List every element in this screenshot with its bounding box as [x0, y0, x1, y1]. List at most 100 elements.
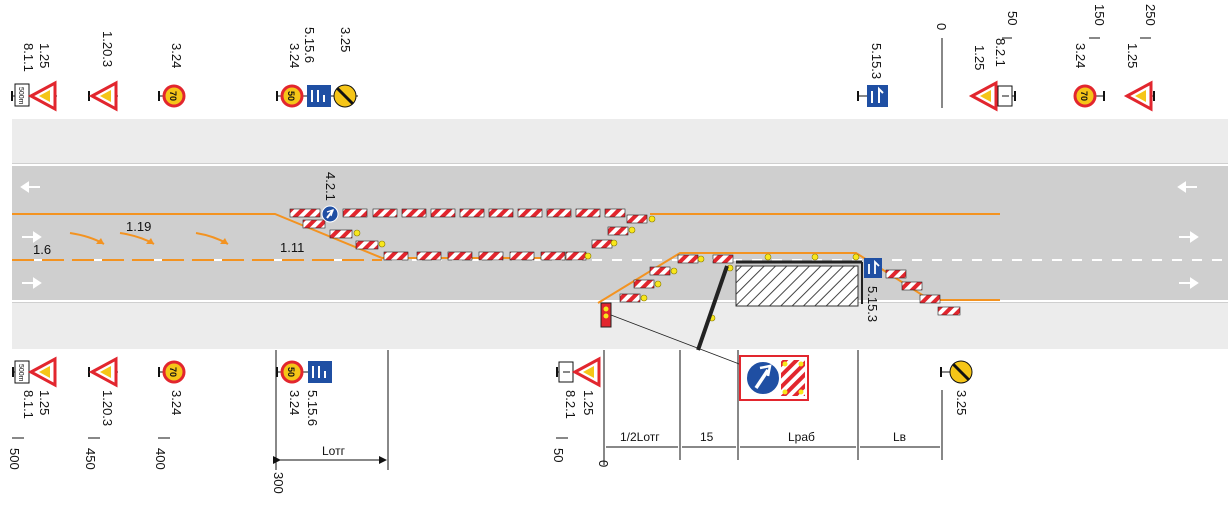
- top-shoulder: [12, 119, 1228, 163]
- barrier-block: [591, 239, 613, 249]
- dim-l-v: Lв: [893, 430, 906, 444]
- barrier-block: [401, 208, 427, 218]
- top-code-4-c: 3.25: [338, 27, 353, 52]
- barrier-block: [302, 219, 326, 229]
- warning-lamp-icon: [764, 253, 772, 261]
- label-5-15-3-road: 5.15.3: [865, 286, 880, 322]
- barrier-block: [478, 251, 504, 261]
- barrier-block: [633, 279, 655, 289]
- top-code-8: 1.25: [1125, 43, 1140, 68]
- bottom-distance-400: 400: [153, 448, 168, 470]
- lane-start-info-icon: [864, 258, 882, 278]
- arrow-right-icon: [22, 231, 42, 243]
- barrier-block: [565, 251, 587, 261]
- top-code-4-a: 3.24: [287, 43, 302, 68]
- bottom-sign-group-4: 50 3.24 5.15.6: [276, 360, 332, 426]
- barrier-block: [619, 293, 641, 303]
- top-distance-250: 250: [1143, 4, 1158, 26]
- arrow-right-icon: [1179, 277, 1199, 289]
- arrow-right-icon: [22, 277, 42, 289]
- label-1-6: 1.6: [33, 242, 51, 257]
- warning-lamp-icon: [584, 252, 592, 260]
- dim-half-l-otg: 1/2Lотг: [620, 430, 660, 444]
- bottom-code-4-b: 5.15.6: [305, 390, 320, 426]
- barrier-block: [430, 208, 456, 218]
- work-zone-area: [735, 265, 859, 307]
- bottom-sign-group-5: 1.25 8.2.1: [556, 356, 601, 419]
- barrier-row-lower: [383, 251, 961, 316]
- top-code-4-b: 5.15.6: [302, 27, 317, 63]
- bottom-sign-group-3: 70 3.24: [158, 360, 186, 415]
- bottom-sign-group-2: 1.20.3: [88, 356, 118, 426]
- bottom-code-2: 1.20.3: [100, 390, 115, 426]
- bottom-sign-group-1: 500m 1.25 8.1.1: [12, 356, 57, 419]
- speed-70-text: 70: [1079, 91, 1089, 101]
- top-code-6-a: 1.25: [972, 45, 987, 70]
- barrier-block: [901, 281, 923, 291]
- barrier-block: [383, 251, 409, 261]
- sign-group-7: 70 3.24: [1073, 43, 1105, 108]
- bottom-distance-500: 500: [7, 448, 22, 470]
- bottom-code-5-b: 8.2.1: [563, 390, 578, 419]
- bottom-distance-ticks: [12, 350, 568, 470]
- sign-group-6: 1.25 8.2.1: [968, 38, 1016, 112]
- barrier-row-upper: [289, 208, 648, 250]
- barrier-block: [540, 251, 566, 261]
- top-code-2: 1.20.3: [100, 31, 115, 67]
- barrier-block: [919, 294, 941, 304]
- bottom-code-3: 3.24: [169, 390, 184, 415]
- sign-group-5: 5.15.3: [857, 43, 888, 107]
- barrier-block: [447, 251, 473, 261]
- top-code-6-b: 8.2.1: [993, 38, 1008, 67]
- barrier-block: [329, 229, 353, 239]
- top-signs: 500m 1.25 8.1.1 1.20.3 70 3.24 50: [11, 27, 1155, 112]
- bottom-code-5-a: 1.25: [581, 390, 596, 415]
- top-distance-0: 0: [934, 23, 949, 30]
- bottom-code-1-a: 1.25: [37, 390, 52, 415]
- warning-lamps: [353, 215, 860, 322]
- barrier-block: [607, 226, 629, 236]
- barrier-block: [626, 214, 648, 224]
- top-code-3: 3.24: [169, 43, 184, 68]
- sign-group-2: 1.20.3: [88, 31, 118, 112]
- top-code-5: 5.15.3: [869, 43, 884, 79]
- bottom-code-1-b: 8.1.1: [21, 390, 36, 419]
- barrier-block: [546, 208, 572, 218]
- barrier-block: [575, 208, 601, 218]
- speed-limit-70-icon: [162, 84, 186, 108]
- top-code-1-b: 8.1.1: [21, 43, 36, 72]
- arrow-left-icon: [20, 181, 40, 193]
- warning-lamp-icon: [852, 253, 860, 261]
- sign-4-2-1: [321, 205, 339, 223]
- bottom-distance-50: 50: [551, 448, 566, 462]
- sign-5-15-3-road: [864, 258, 882, 278]
- warning-lamp-icon: [610, 239, 618, 247]
- sign-group-1: 500m 1.25 8.1.1: [11, 43, 57, 112]
- dim-l-otg: Lотг: [322, 444, 346, 458]
- barrier-block: [416, 251, 442, 261]
- barrier-block: [372, 208, 398, 218]
- warning-lamp-icon: [697, 255, 705, 263]
- bottom-distance-450: 450: [83, 448, 98, 470]
- barrier-block: [488, 208, 514, 218]
- barrier-block: [355, 240, 379, 250]
- top-distance-ticks: [941, 37, 1151, 108]
- direction-arrows: [20, 181, 1199, 289]
- bottom-sign-group-6: 3.25: [940, 360, 973, 415]
- sign-group-8: 1.25: [1123, 43, 1155, 112]
- speed-limit-70-icon: [162, 360, 186, 384]
- arrow-right-icon: [1179, 231, 1199, 243]
- top-distance-150: 150: [1092, 4, 1107, 26]
- barrier-block: [459, 208, 485, 218]
- warning-lamp-icon: [811, 253, 819, 261]
- sign-group-3: 70 3.24: [158, 43, 186, 108]
- barrier-block: [604, 208, 626, 218]
- label-1-19: 1.19: [126, 219, 151, 234]
- top-code-1-a: 1.25: [37, 43, 52, 68]
- bottom-speed-50-text: 50: [286, 367, 296, 377]
- bottom-distance-300: 300: [271, 472, 286, 494]
- plate-500m-text: 500m: [17, 87, 24, 105]
- bottom-code-4-a: 3.24: [287, 390, 302, 415]
- warning-lamp-icon: [378, 240, 386, 248]
- top-code-7: 3.24: [1073, 43, 1088, 68]
